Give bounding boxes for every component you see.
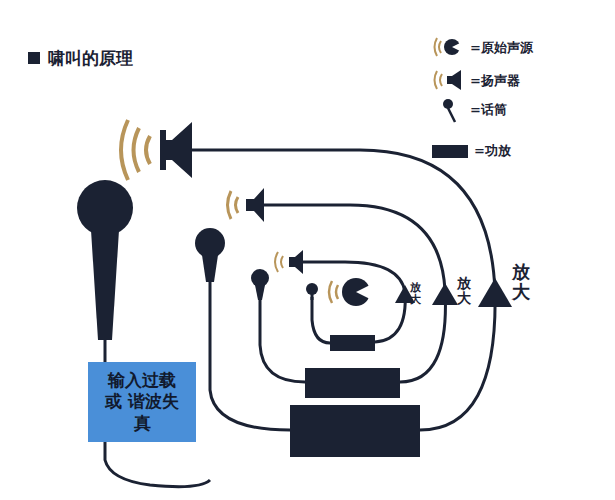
amplifiers: [290, 335, 420, 457]
gain-label: 放大: [457, 276, 471, 307]
legend-mic-icon: [443, 99, 455, 122]
title-bullet: [28, 52, 40, 64]
legend-text: =原始声源: [470, 39, 533, 57]
legend-speaker-icon: [435, 70, 462, 90]
sound-source: [329, 278, 372, 306]
legend-source-icon: [435, 38, 463, 56]
speakers: [160, 122, 303, 274]
legend-amp-icon: [432, 145, 468, 158]
diagram-title: 啸叫的原理: [48, 47, 133, 70]
box-text: 输入过载 或 谐波失真: [102, 370, 182, 434]
gain-triangles: [395, 278, 512, 307]
gain-label: 放大: [512, 262, 530, 302]
status-box: 输入过载 或 谐波失真: [88, 362, 196, 442]
sound-waves: [121, 120, 283, 272]
legend-text: =话筒: [470, 101, 507, 119]
legend-text: =功放: [474, 142, 511, 160]
microphones: [77, 180, 318, 340]
gain-label: 放大: [410, 282, 421, 306]
legend-text: =扬声器: [470, 72, 520, 90]
